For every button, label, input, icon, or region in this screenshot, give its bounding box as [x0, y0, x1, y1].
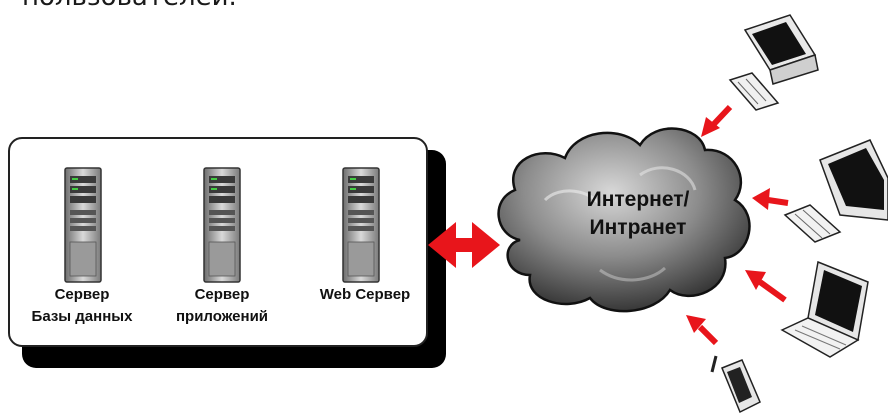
server-panel: Сервер Базы данных Сервер приложений Web…: [8, 137, 428, 347]
web-server-label-line1: Web Сервер: [319, 286, 411, 303]
pda-device-icon: [710, 355, 761, 414]
client-arrow-pda-icon: [686, 315, 719, 346]
cloud-label-line1: Интернет/: [586, 188, 690, 211]
monitor-workstation-icon: [783, 139, 888, 243]
top-caption-text: пользователей.: [22, 0, 237, 12]
cloud-label-line2: Интранет: [589, 216, 687, 239]
client-arrow-desktop-icon: [701, 104, 733, 137]
web-server-icon: [342, 167, 380, 283]
client-arrow-laptop-icon: [745, 270, 787, 303]
desktop-computer-icon: [728, 14, 819, 111]
database-server-label-line2: Базы данных: [31, 308, 133, 325]
laptop-icon: [780, 260, 869, 358]
database-server-label: Сервер Базы данных: [18, 284, 146, 328]
database-server-icon: [64, 167, 102, 283]
application-server-label-line1: Сервер: [194, 286, 250, 303]
database-server-label-line1: Сервер: [54, 286, 110, 303]
application-server-label: Сервер приложений: [160, 284, 284, 328]
client-arrow-monitor-icon: [752, 188, 789, 210]
application-server-icon: [203, 167, 241, 283]
web-server-label: Web Сервер: [302, 284, 428, 306]
cloud-label: Интернет/ Интранет: [548, 186, 728, 242]
application-server-label-line2: приложений: [175, 308, 269, 325]
internet-cloud-icon: [497, 127, 751, 313]
bidirectional-arrow-icon: [428, 222, 500, 268]
